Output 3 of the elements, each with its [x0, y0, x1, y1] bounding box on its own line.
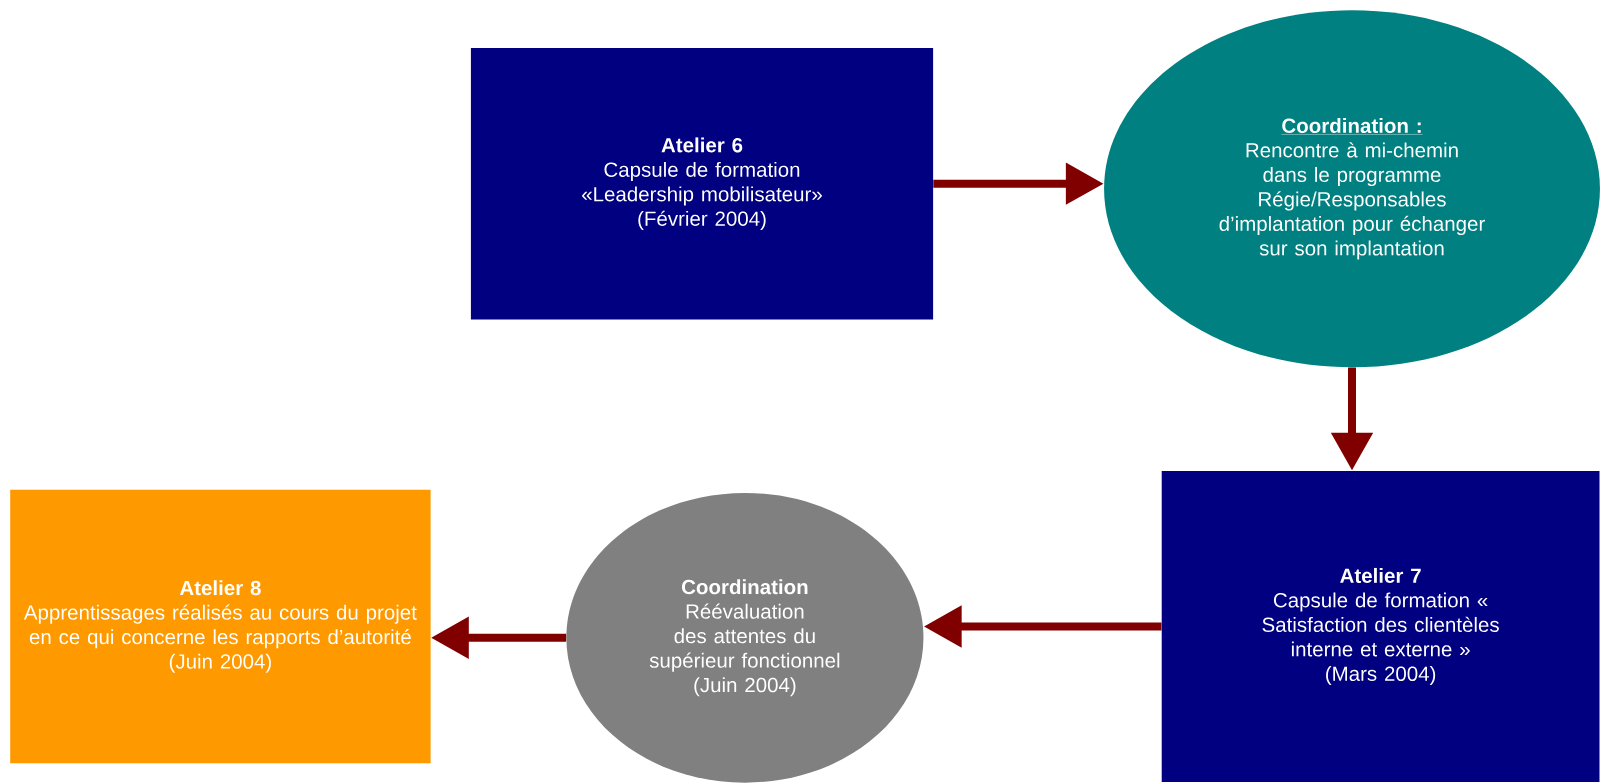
workshop-box: Atelier 8 Apprentissages réalisés au cours du projet en ce qui concerne les rapports d’autorité (Juin 2004) [10, 489, 431, 764]
workshop-box: Atelier 7 Capsule de formation « Satisfaction des clientèles interne et externe » (Mars 2004) [1161, 470, 1600, 783]
workshop-box: Atelier 6 Capsule de formation «Leadership mobilisateur» (Février 2004) [470, 48, 934, 320]
